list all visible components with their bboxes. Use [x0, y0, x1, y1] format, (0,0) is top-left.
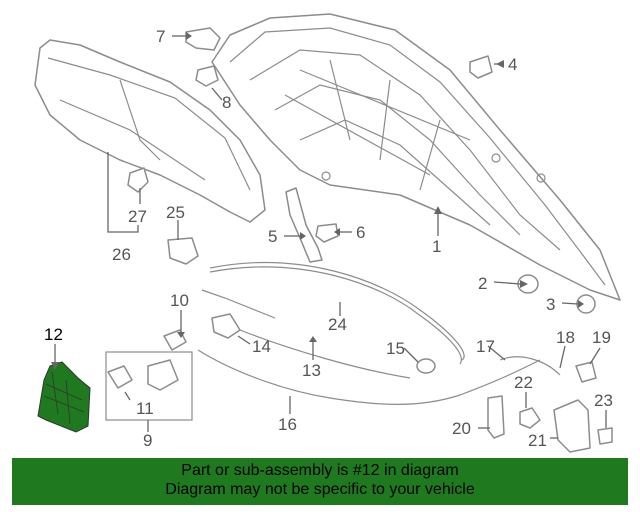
- clip-19-part: [575, 361, 597, 383]
- clip-27-part: [127, 167, 149, 193]
- grommet-15-part: [416, 358, 436, 374]
- clip-23-part: [597, 427, 613, 445]
- callout-9: 9: [143, 431, 152, 450]
- callout-3: 3: [546, 295, 555, 314]
- callout-7: 7: [156, 27, 165, 46]
- bracket-7-part: [185, 27, 221, 51]
- release-cable-13-part: [239, 329, 411, 379]
- latch-21-part: [553, 399, 591, 453]
- arrowheads: [51, 32, 584, 370]
- banner-line-1: Part or sub-assembly is #12 in diagram: [181, 462, 459, 479]
- striker-20-part: [487, 395, 505, 439]
- callout-18: 18: [556, 328, 575, 347]
- bolt-22-part: [519, 407, 541, 429]
- callout-8: 8: [222, 93, 231, 112]
- release-cable-16-part: [197, 349, 541, 405]
- kit-box-9: [105, 351, 193, 421]
- callout-14: 14: [252, 337, 271, 356]
- callout-19: 19: [592, 328, 611, 347]
- leader-lines: [54, 35, 607, 439]
- parts-diagram: 1 2 3 4 5 6 7 8 9 10 11 12 14 13 15 16 1…: [34, 13, 621, 453]
- callout-23: 23: [594, 391, 613, 410]
- callout-17: 17: [476, 337, 495, 356]
- callout-25: 25: [166, 203, 185, 222]
- banner-line-2: Diagram may not be specific to your vehi…: [165, 481, 475, 498]
- callout-6: 6: [356, 223, 365, 242]
- seal-24-part: [209, 262, 465, 361]
- info-banner: Part or sub-assembly is #12 in diagram D…: [12, 458, 628, 505]
- release-handle-14-part: [211, 313, 241, 339]
- callout-1: 1: [432, 237, 441, 256]
- cable-17-part: [499, 356, 561, 376]
- callout-4: 4: [508, 55, 517, 74]
- callout-20: 20: [452, 419, 471, 438]
- hood-insulator-pad: [34, 39, 266, 223]
- callout-13: 13: [302, 361, 321, 380]
- highlighted-part-12: [37, 361, 91, 433]
- callout-22: 22: [514, 373, 533, 392]
- clip-11a-part: [107, 365, 133, 389]
- hood-panel: [211, 13, 621, 301]
- bolt-8-part: [195, 65, 219, 87]
- callout-24: 24: [328, 315, 347, 334]
- callout-5: 5: [268, 227, 277, 246]
- callout-21: 21: [528, 431, 547, 450]
- bumper-4-part: [469, 55, 493, 79]
- callout-10: 10: [170, 291, 189, 310]
- highlighted-part-12-detail: [43, 371, 85, 425]
- prop-rod-10-part: [201, 289, 276, 319]
- clip-11b-part: [147, 359, 179, 391]
- callout-12: 12: [44, 325, 63, 344]
- callout-15: 15: [386, 339, 405, 358]
- callout-27: 27: [128, 207, 147, 226]
- callout-11: 11: [136, 399, 154, 418]
- seal-24-part-inner: [209, 266, 462, 365]
- bolt-6-part: [315, 223, 339, 243]
- callout-16: 16: [278, 415, 297, 434]
- hinge-5-part: [285, 187, 323, 263]
- insulator-25-part: [167, 237, 199, 265]
- callout-26: 26: [112, 245, 131, 264]
- callout-2: 2: [478, 274, 487, 293]
